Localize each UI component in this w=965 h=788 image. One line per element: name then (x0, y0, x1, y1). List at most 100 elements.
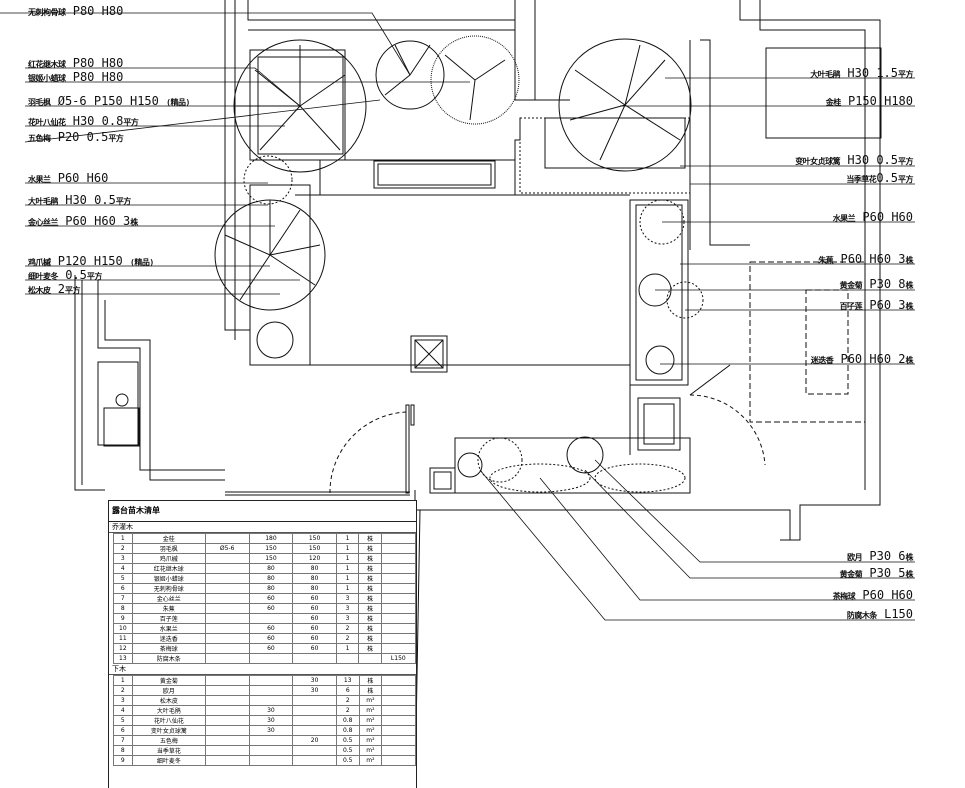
label-baizi-lian: 百子莲 P60 3株 (839, 298, 914, 312)
label-wuci-gougu-ball: 无刺枸骨球 P80 H80 (28, 4, 124, 18)
label-shuiguo-lan-right: 水果兰 P60 H60 (832, 210, 913, 224)
table-cell (204, 553, 250, 564)
table-cell: 3 (335, 603, 360, 614)
table-cell: 6 (113, 583, 133, 594)
table-cell: 1 (335, 573, 360, 584)
table-cell: 株 (358, 583, 382, 594)
table-cell: 3 (335, 593, 360, 604)
table-cell (204, 573, 250, 584)
table-cell: 3 (335, 613, 360, 624)
table-cell: 60 (292, 633, 337, 644)
table-cell (292, 715, 337, 726)
table-cell: 2 (113, 543, 133, 554)
section-trees-heading: 乔灌木 (109, 522, 416, 533)
table-cell: 羽毛枫 (131, 543, 206, 554)
label-xiye-maidong: 细叶麦冬 0.5平方 (28, 268, 102, 282)
table-cell (205, 675, 250, 686)
label-fangfu-mutiao: 防腐木条 L150 (846, 607, 913, 621)
table-cell (204, 583, 250, 594)
label-honghua-jimu-ball: 红花继木球 P80 H80 (28, 56, 124, 70)
table-cell: 1 (335, 583, 360, 594)
table-cell (204, 533, 250, 544)
table-cell: 1 (113, 675, 133, 686)
table-cell: 金桂 (131, 533, 206, 544)
table-cell (204, 643, 250, 654)
label-daye-maojuan-right: 大叶毛鹃 H30 1.5平方 (810, 66, 913, 80)
label-jizhua-qi: 鸡爪槭 P120 H150 (精品) (28, 254, 154, 268)
label-dangji-caohua: 当季草花0.5平方 (846, 171, 913, 185)
table-cell (292, 705, 337, 716)
table-cell (380, 573, 416, 584)
table-cell: 60 (248, 633, 294, 644)
table-cell: 五色梅 (131, 735, 207, 746)
table-cell: 8 (113, 745, 133, 756)
table-cell: m² (358, 755, 383, 766)
table-cell: 4 (113, 563, 133, 574)
table-cell: 0.8 (335, 715, 360, 726)
table-cell: 2 (335, 633, 360, 644)
label-jinxin-silan: 金心丝兰 P60 H60 3株 (28, 214, 138, 228)
table-cell: m² (358, 725, 383, 736)
table-cell: 1 (335, 543, 360, 554)
table-cell: 180 (248, 533, 294, 544)
table-cell: m² (358, 695, 383, 706)
table-cell: 5 (113, 573, 133, 584)
label-yumao-feng: 羽毛枫 Ø5-6 P150 H150 (精品) (28, 94, 190, 108)
table-cell (292, 755, 337, 766)
table-cell: 60 (292, 643, 337, 654)
table-cell: 120 (292, 553, 337, 564)
table-cell (248, 685, 294, 696)
table-cell (380, 553, 416, 564)
table-cell: 细叶麦冬 (131, 755, 207, 766)
table-cell: 2 (335, 695, 360, 706)
table-cell: 1 (113, 533, 133, 544)
table-cell: 7 (113, 735, 133, 746)
table-cell: 欧月 (131, 685, 207, 696)
table-cell (380, 643, 416, 654)
table-cell (292, 695, 337, 706)
label-midie-xiang: 迷迭香 P60 H60 2株 (810, 352, 914, 366)
table-cell: 株 (358, 685, 383, 696)
label-shuiguo-lan-left: 水果兰 P60 H60 (28, 171, 109, 185)
table-cell (381, 755, 416, 766)
table-cell: m² (358, 705, 383, 716)
table-cell: 0.5 (335, 735, 360, 746)
table-cell: 60 (292, 593, 337, 604)
table-cell (248, 653, 294, 664)
table-cell: 花叶八仙花 (131, 715, 207, 726)
table-cell: 60 (292, 623, 337, 634)
table-cell (380, 623, 416, 634)
table-cell: 株 (358, 613, 382, 624)
table-cell: 红花继木球 (131, 563, 206, 574)
table-cell: Ø5-6 (204, 543, 250, 554)
table-cell: 茶梅球 (131, 643, 206, 654)
label-ou-yue: 欧月 P30 6株 (847, 549, 913, 563)
table-cell: 5 (113, 715, 133, 726)
table-cell: 0.8 (335, 725, 360, 736)
table-cell (205, 695, 250, 706)
table-cell (248, 675, 294, 686)
table-cell: 80 (292, 563, 337, 574)
table-cell (380, 593, 416, 604)
table-cell: 株 (358, 563, 382, 574)
table-cell: 防腐木条 (131, 653, 206, 664)
table-cell (248, 755, 294, 766)
label-bianye-nvzhen: 变叶女贞球篱 H30 0.5平方 (795, 153, 913, 167)
table-cell: 株 (358, 675, 383, 686)
